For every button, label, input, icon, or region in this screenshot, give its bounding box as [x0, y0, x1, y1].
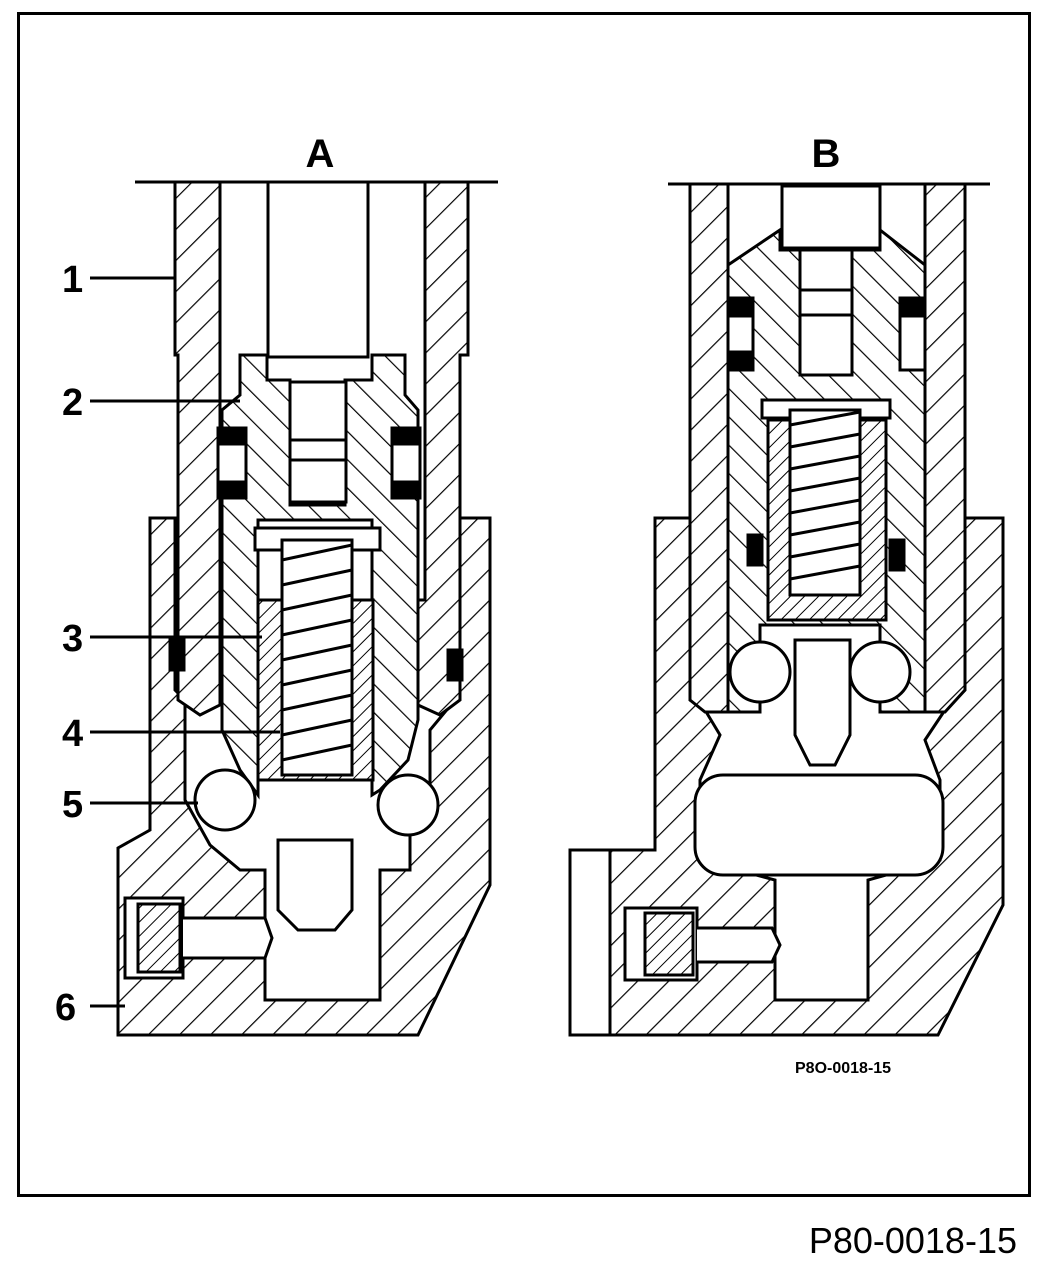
outer-sleeve-left-a — [173, 180, 222, 717]
figure-reference: P80-0018-15 — [808, 1220, 1017, 1261]
view-b-label: B — [812, 132, 841, 176]
outer-sleeve-left-b — [688, 182, 730, 714]
callout-4: 4 — [62, 713, 83, 755]
figure-frame — [17, 12, 1031, 1197]
callout-2: 2 — [62, 382, 83, 424]
callout-leaders — [90, 276, 280, 1008]
housing-b-flange — [568, 848, 612, 1037]
callout-6: 6 — [55, 987, 76, 1029]
screw-b — [798, 248, 854, 377]
cap-b — [780, 184, 882, 250]
view-b — [568, 182, 1005, 1037]
ball-left-b — [728, 640, 792, 704]
outer-sleeve-right-b — [923, 182, 967, 714]
lower-block-b — [693, 773, 945, 877]
screw-a — [288, 380, 348, 504]
callout-3: 3 — [62, 618, 83, 660]
pin-b — [793, 638, 852, 767]
ball-right-b — [848, 640, 912, 704]
callout-5: 5 — [62, 784, 83, 826]
ball-right-a — [376, 773, 440, 837]
rod-a — [266, 180, 370, 359]
ball-left-a — [193, 768, 257, 832]
view-a — [116, 180, 498, 1037]
outer-sleeve-right-a — [416, 180, 470, 717]
inner-figure-code: P8O-0018-15 — [795, 1060, 891, 1077]
pin-a — [276, 838, 354, 932]
callout-1: 1 — [62, 259, 83, 301]
view-a-label: A — [306, 132, 335, 176]
housing-a — [116, 516, 492, 1037]
